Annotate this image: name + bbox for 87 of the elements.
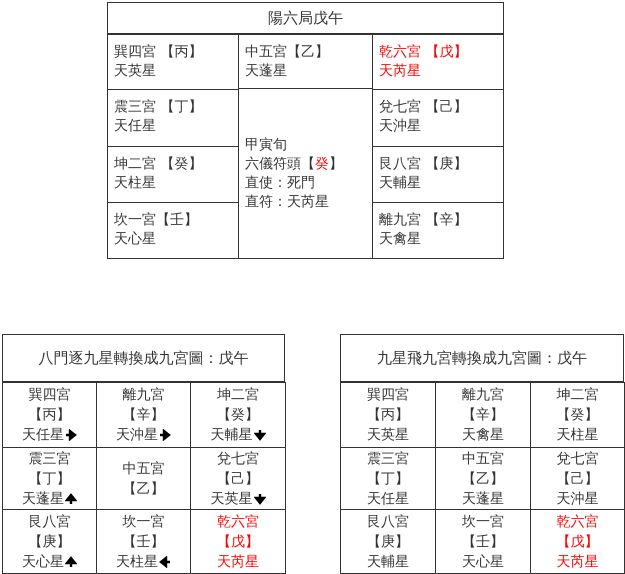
cell-text: 艮八宮 — [28, 512, 70, 532]
table-header-cell — [340, 334, 624, 383]
cell-text: 【庚】 — [28, 532, 70, 552]
cell-text: 六儀符頭【癸】 — [245, 154, 343, 174]
cell-text: 天英星 — [210, 490, 252, 508]
cell-text: 天任星 — [367, 490, 409, 508]
cell-text: 天芮星 — [217, 552, 259, 572]
cell-text: 天輔星 — [367, 552, 409, 572]
cell-text: 【庚】 — [367, 532, 409, 552]
cell-text: 天芮星 — [379, 62, 421, 81]
table-cell — [372, 202, 504, 259]
cell-text: 天任星 — [114, 117, 156, 136]
cell-text: 天蓬星 — [462, 490, 504, 508]
cell-text: 天沖星 — [116, 426, 158, 445]
cell-text: 【己】 — [556, 470, 598, 488]
cell-text: 離九宮 — [462, 386, 504, 405]
cell-text: 天沖星 — [379, 117, 421, 136]
cell-text: 天心星 — [114, 230, 156, 249]
cell-text: 坤二宮 — [217, 386, 259, 405]
cell-text: 震三宮 — [367, 450, 409, 468]
cell-text: 乾六宮 — [217, 512, 259, 532]
table-cell — [340, 509, 436, 574]
table-title: 陽六局戊午 — [268, 8, 343, 28]
cell-text: 甲寅旬 — [245, 136, 287, 154]
cell-text: 直符：天芮星 — [245, 192, 329, 212]
cell-text: 艮八宮 【庚】 — [379, 155, 468, 174]
cell-text: 巽四宮 — [28, 386, 70, 405]
cell-text: 天禽星 — [379, 230, 421, 249]
cell-text: 【己】 — [217, 470, 259, 488]
cell-text: 【癸】 — [556, 406, 598, 425]
table-header-cell — [2, 334, 285, 383]
cell-text: 【丁】 — [367, 470, 409, 488]
cell-text: 天英星 — [114, 62, 156, 81]
cell-text: 【乙】 — [122, 480, 164, 498]
cell-text: 天柱星 — [116, 552, 158, 572]
cell-text: 天任星 — [22, 426, 64, 445]
cell-text: 天蓬星 — [22, 490, 64, 508]
table-title: 八門逐九星轉換成九宮圖：戊午 — [38, 348, 248, 368]
cell-text: 巽四宮 — [367, 386, 409, 405]
cell-text: 坤二宮 — [556, 386, 598, 405]
cell-text: 【壬】 — [122, 532, 164, 552]
cell-text: 【戊】 — [217, 532, 259, 552]
cell-text: 天柱星 — [114, 174, 156, 193]
cell-text: 震三宮 【丁】 — [114, 98, 202, 117]
cell-text: 中五宮 — [462, 450, 504, 468]
cell-text: 坤二宮 【癸】 — [114, 155, 202, 174]
cell-text: 【乙】 — [462, 470, 504, 488]
cell-text: 乾六宮 【戊】 — [379, 43, 468, 62]
cell-text: 離九宮 【辛】 — [379, 211, 468, 230]
cell-text: 天柱星 — [556, 426, 598, 445]
table-cell — [190, 509, 286, 574]
cell-text: 天英星 — [367, 426, 409, 445]
cell-text: 直使：死門 — [245, 174, 315, 192]
cell-text: 乾六宮 — [556, 512, 598, 532]
cell-text: 坎一宮 — [462, 512, 504, 532]
cell-text: 坎一宮【壬】 — [114, 211, 198, 230]
cell-text: 天芮星 — [556, 552, 598, 572]
cell-text: 天心星 — [22, 552, 64, 572]
cell-text: 中五宮 — [122, 460, 164, 478]
cell-text: 離九宮 — [122, 386, 164, 405]
table-header-cell — [107, 2, 504, 35]
cell-text: 【辛】 — [122, 406, 164, 425]
cell-text: 【壬】 — [462, 532, 504, 552]
cell-text: 【戊】 — [556, 532, 598, 552]
cell-text: 【丙】 — [28, 406, 70, 425]
cell-text: 天輔星 — [379, 174, 421, 193]
cell-text: 中五宮【乙】 — [245, 43, 329, 62]
cell-text: 【癸】 — [217, 406, 259, 425]
cell-text: 坎一宮 — [122, 512, 164, 532]
table-title: 九星飛九宮轉換成九宮圖：戊午 — [377, 348, 587, 368]
cell-text: 【丁】 — [28, 470, 70, 488]
cell-text: 【丙】 — [367, 406, 409, 425]
cell-text: 天蓬星 — [245, 62, 287, 81]
cell-text: 兌七宮 【己】 — [379, 98, 468, 117]
cell-text: 天禽星 — [462, 426, 504, 445]
cell-text: 震三宮 — [28, 450, 70, 468]
table-cell — [530, 509, 625, 574]
cell-text: 艮八宮 — [367, 512, 409, 532]
cell-text: 巽四宮 【丙】 — [114, 43, 202, 62]
table-cell — [2, 509, 97, 574]
table-cell — [107, 202, 239, 259]
cell-text: 【辛】 — [462, 406, 504, 425]
cell-text: 天輔星 — [210, 426, 252, 445]
cell-text: 天心星 — [462, 552, 504, 572]
cell-text: 兌七宮 — [556, 450, 598, 468]
cell-text: 兌七宮 — [217, 450, 259, 468]
cell-text: 天沖星 — [556, 490, 598, 508]
